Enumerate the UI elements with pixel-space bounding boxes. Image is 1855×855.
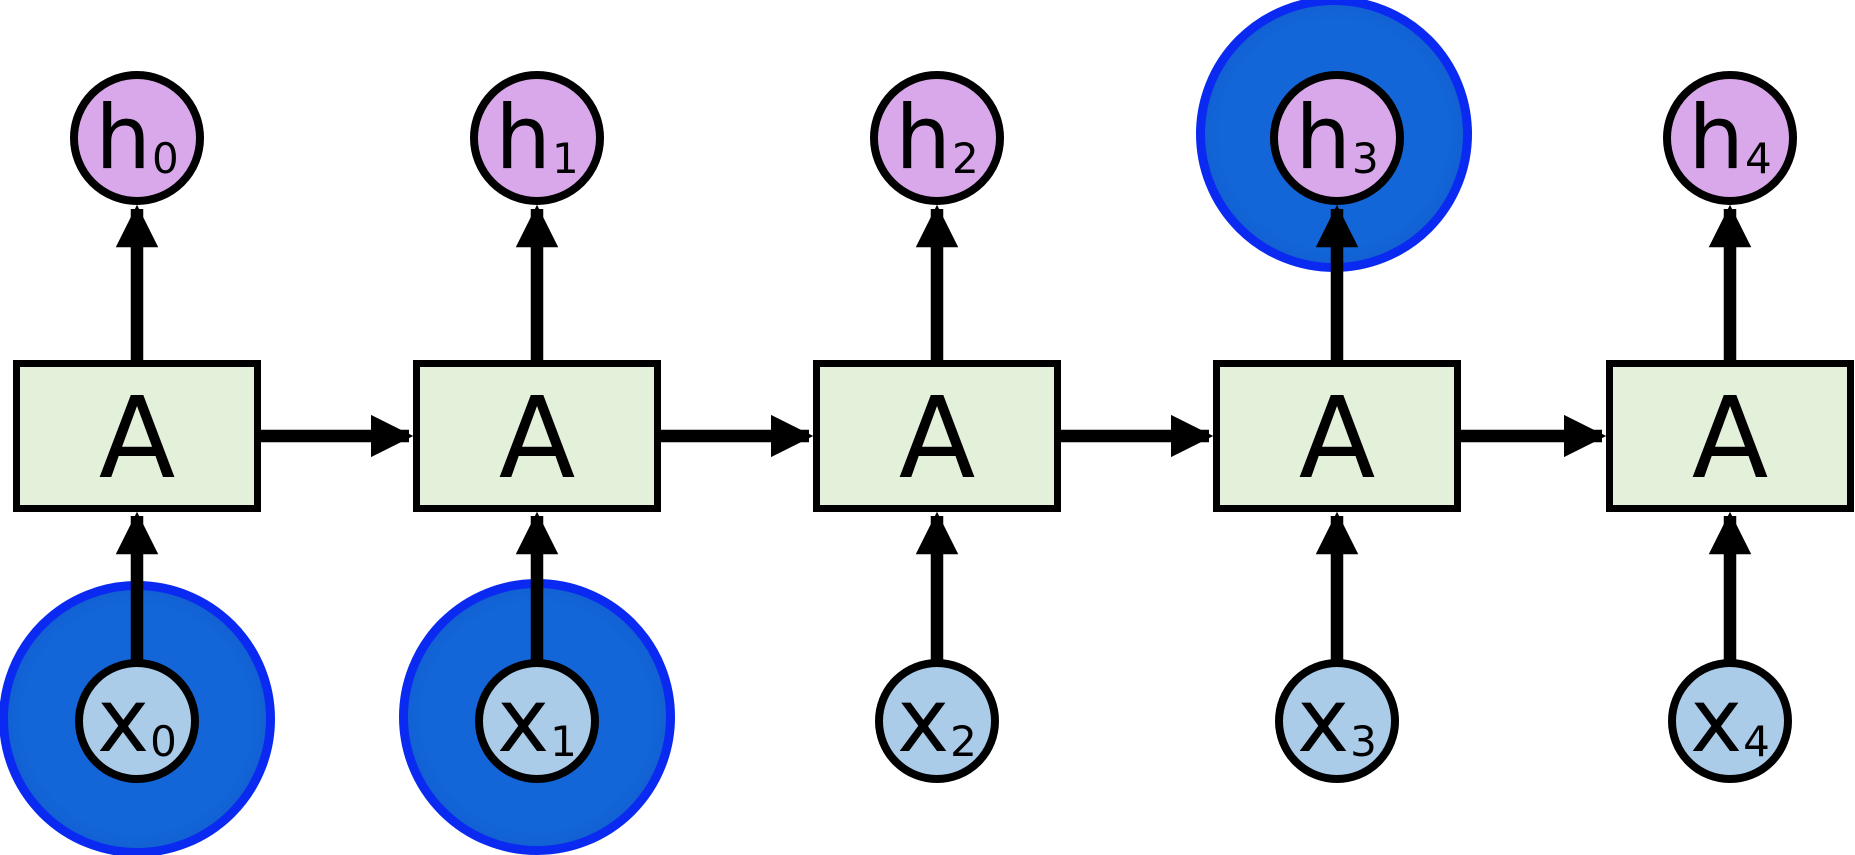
hidden-base-text: h [1688,86,1745,189]
input-node-label: x2 [897,677,977,765]
input-base-text: x [897,669,950,772]
input-node-x1: x1 [475,659,599,783]
hidden-node-h0: h0 [70,71,204,205]
input-node-x3: x3 [1275,659,1399,783]
input-subscript: 4 [1743,717,1770,766]
input-subscript: 3 [1350,717,1377,766]
input-node-label: x1 [497,677,577,765]
input-node-x2: x2 [875,659,999,783]
cell-label: A [1298,374,1376,504]
input-node-label: x4 [1690,677,1770,765]
cell-box-a3: A [1213,360,1461,512]
input-base-text: x [97,669,150,772]
cell-box-a0: A [13,360,261,512]
cell-label: A [98,374,176,504]
cell-label: A [898,374,976,504]
cell-box-a2: A [813,360,1061,512]
cell-box-a1: A [413,360,661,512]
input-base-text: x [497,669,550,772]
hidden-subscript: 0 [152,134,179,183]
hidden-node-label: h2 [895,94,979,182]
hidden-subscript: 2 [952,134,979,183]
hidden-node-h4: h4 [1663,71,1797,205]
hidden-node-label: h4 [1688,94,1772,182]
cell-label: A [498,374,576,504]
hidden-node-h1: h1 [470,71,604,205]
input-node-label: x3 [1297,677,1377,765]
hidden-node-label: h3 [1295,94,1379,182]
hidden-base-text: h [1295,86,1352,189]
input-subscript: 1 [550,717,577,766]
hidden-node-label: h0 [95,94,179,182]
input-node-x0: x0 [75,659,199,783]
input-subscript: 0 [150,717,177,766]
hidden-node-label: h1 [495,94,579,182]
cell-box-a4: A [1606,360,1854,512]
hidden-base-text: h [895,86,952,189]
hidden-base-text: h [95,86,152,189]
hidden-subscript: 3 [1352,134,1379,183]
input-base-text: x [1690,669,1743,772]
input-node-label: x0 [97,677,177,765]
hidden-subscript: 4 [1745,134,1772,183]
hidden-subscript: 1 [552,134,579,183]
input-subscript: 2 [950,717,977,766]
hidden-base-text: h [495,86,552,189]
hidden-node-h2: h2 [870,71,1004,205]
cell-label: A [1691,374,1769,504]
input-node-x4: x4 [1668,659,1792,783]
input-base-text: x [1297,669,1350,772]
hidden-node-h3: h3 [1270,71,1404,205]
